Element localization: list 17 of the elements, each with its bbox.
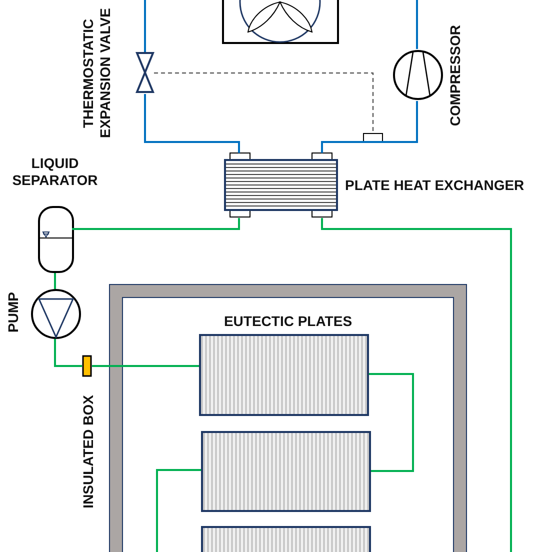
pipe-line [369,373,414,472]
pipe-line [54,273,56,289]
pipe-line [144,94,240,153]
valve-label: THERMOSTATIC EXPANSION VALVE [80,7,114,140]
box-label: INSULATED BOX [80,395,97,508]
pipe-line [54,339,82,367]
pipe-line [321,218,512,552]
compressor-label: COMPRESSOR [447,25,464,126]
heat-exchanger-label: PLATE HEAT EXCHANGER [345,177,524,194]
pipe-line [321,101,418,153]
section-heading: EUTECTIC PLATES [222,313,354,330]
sensing-line [154,72,374,134]
pipe-line [156,469,201,552]
pump-label: PUMP [5,292,22,332]
pipe-line [72,218,240,230]
separator-label: LIQUID SEPARATOR [11,155,99,189]
pipe-line [92,365,199,367]
